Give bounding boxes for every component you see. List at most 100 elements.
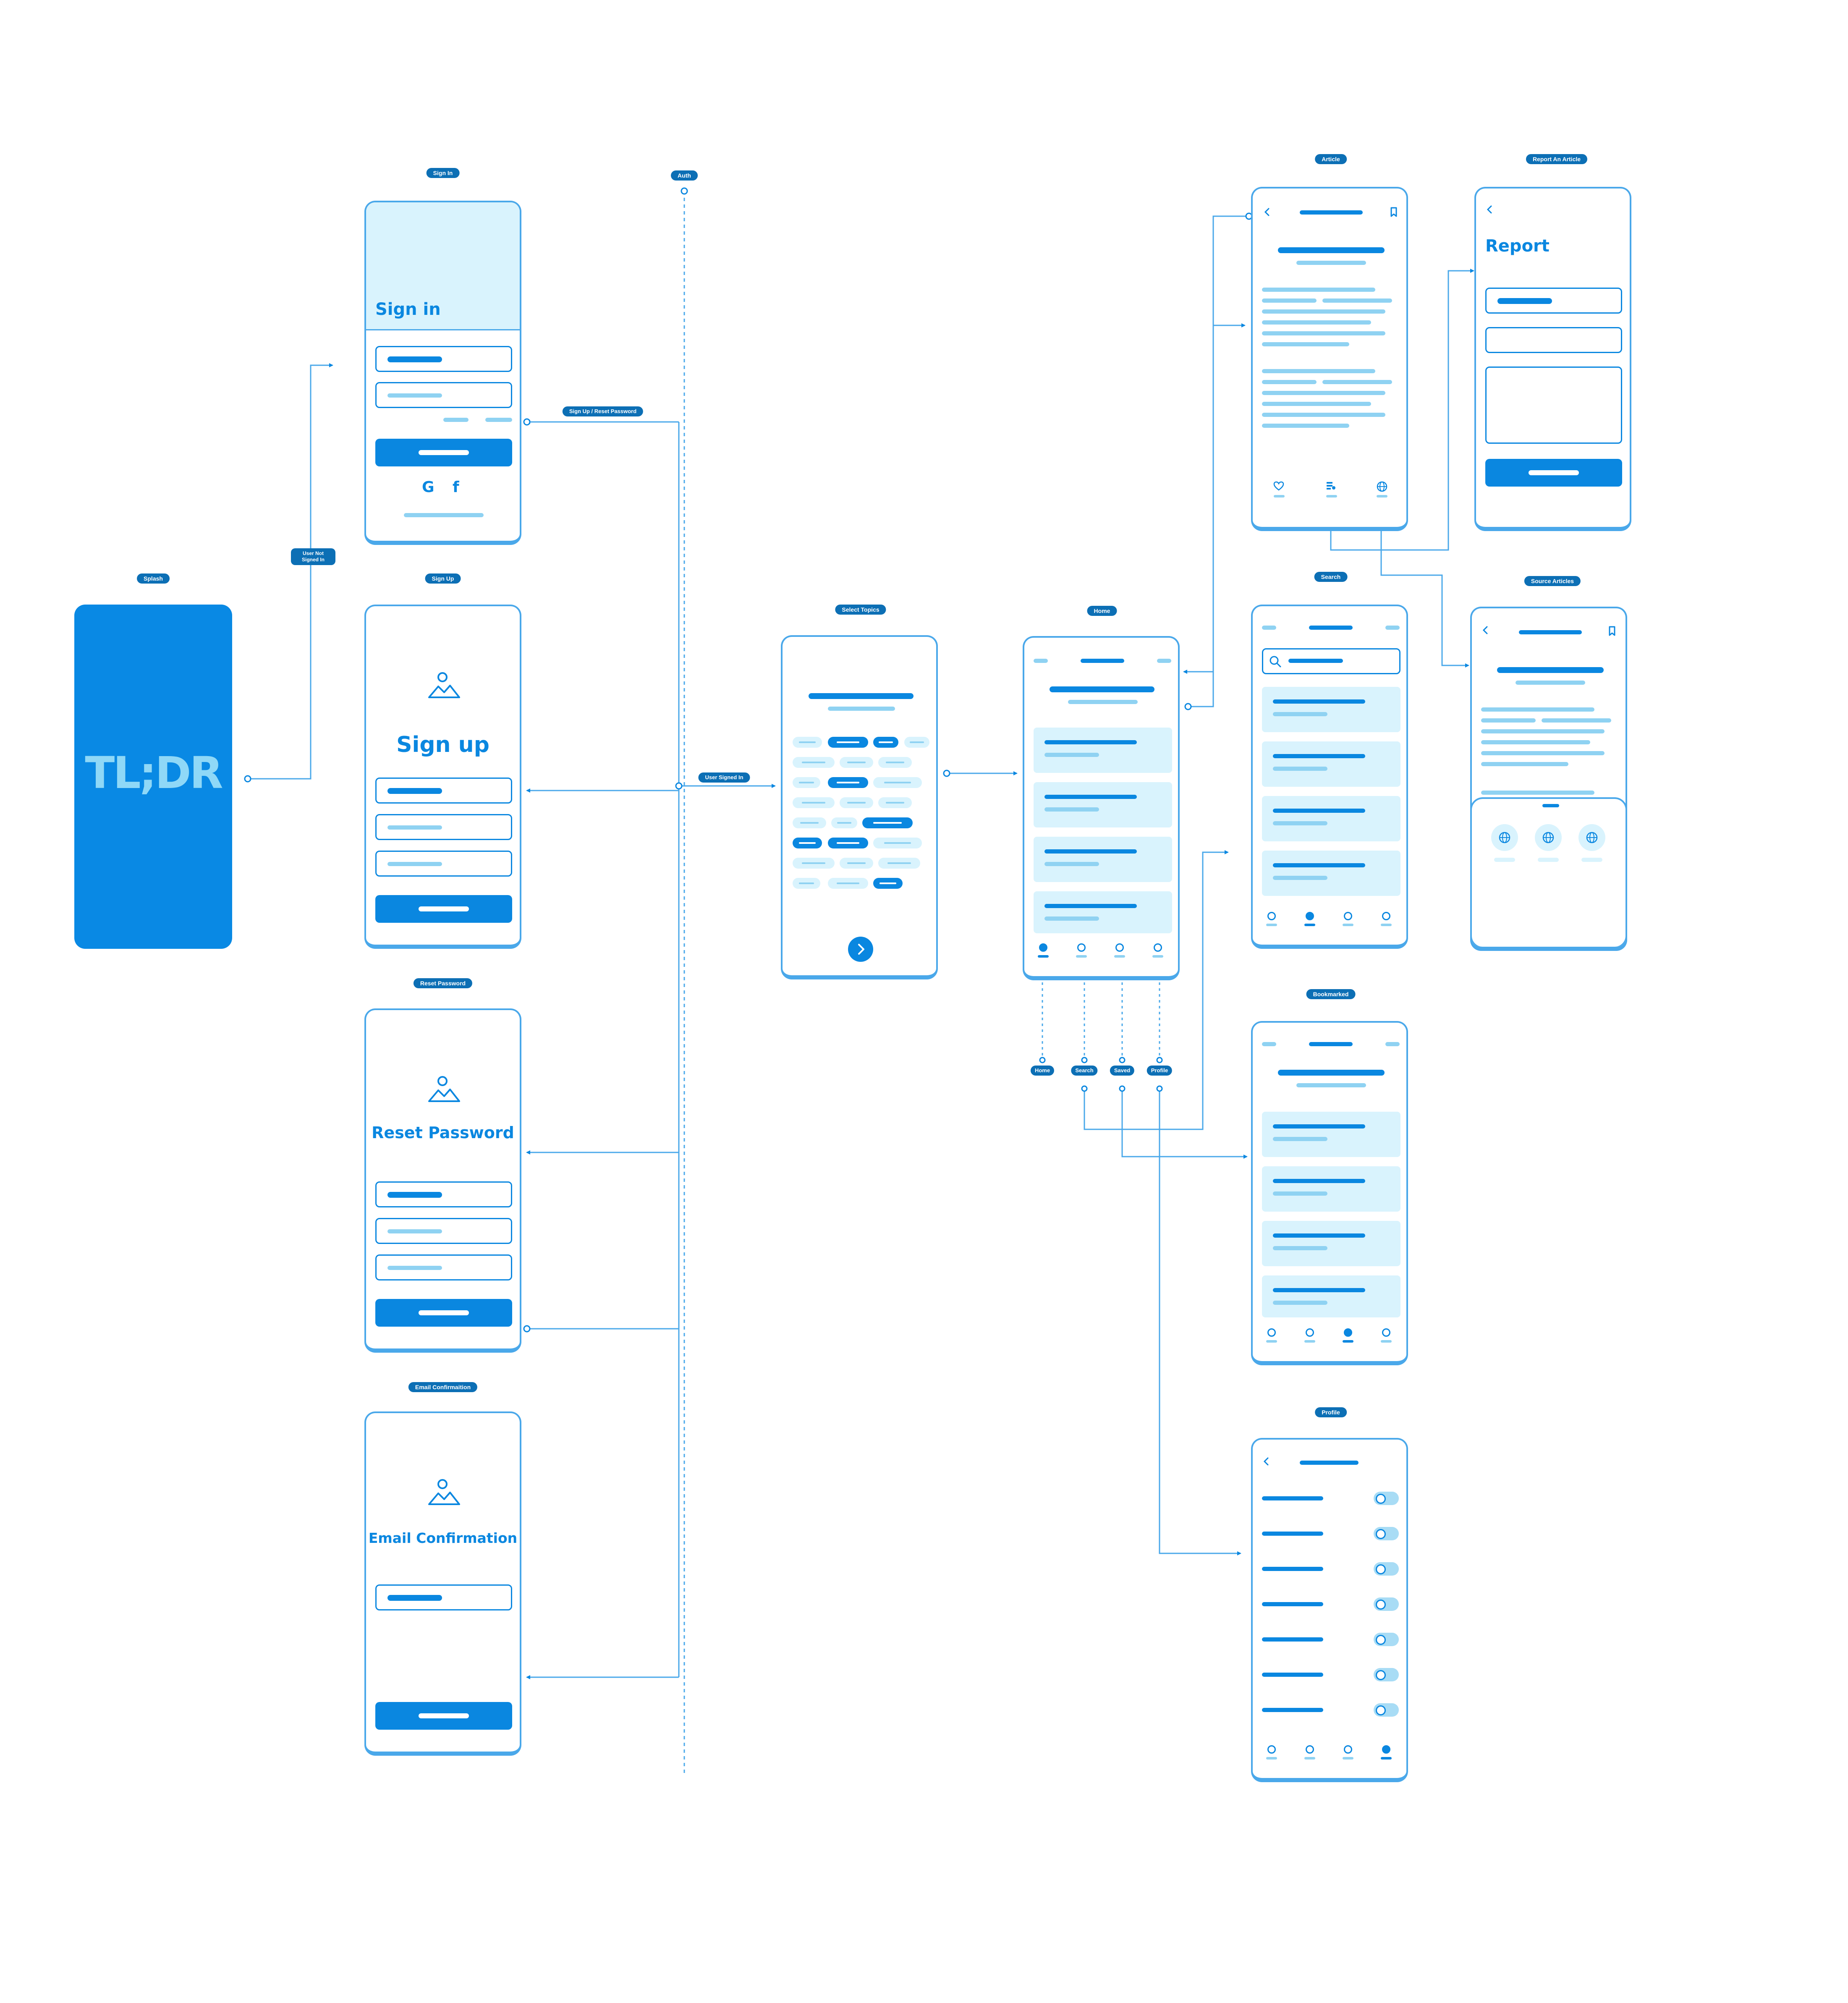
tab-home[interactable] — [1267, 1328, 1276, 1337]
article-card[interactable] — [1034, 837, 1172, 882]
details-textarea[interactable] — [1485, 367, 1622, 444]
tab-search[interactable] — [1077, 943, 1086, 952]
tab-search[interactable] — [1306, 1745, 1314, 1754]
confirm-button[interactable] — [375, 1702, 512, 1730]
tab-profile[interactable] — [1382, 912, 1390, 920]
tab-saved[interactable] — [1344, 912, 1352, 920]
bookmark-icon[interactable] — [1607, 625, 1617, 637]
topic-chip[interactable] — [793, 838, 822, 848]
tab-profile[interactable] — [1154, 943, 1162, 952]
email-field[interactable] — [375, 1181, 512, 1207]
article-card[interactable] — [1034, 891, 1172, 933]
back-icon[interactable] — [1262, 206, 1272, 218]
heart-icon[interactable] — [1273, 481, 1285, 492]
saved-card[interactable] — [1262, 1221, 1400, 1266]
topic-chip[interactable] — [873, 737, 898, 748]
next-button[interactable] — [848, 937, 873, 962]
menu-icon[interactable] — [1034, 659, 1048, 663]
saved-card[interactable] — [1262, 1275, 1400, 1317]
settings-icon[interactable] — [1157, 659, 1171, 663]
topic-chip[interactable] — [904, 737, 929, 748]
sources-icon[interactable] — [1325, 481, 1337, 492]
password-field[interactable] — [375, 382, 512, 408]
tab-home[interactable] — [1039, 943, 1047, 952]
submit-report-button[interactable] — [1485, 459, 1622, 487]
email-field[interactable] — [375, 814, 512, 840]
code-field[interactable] — [375, 1584, 512, 1610]
setting-toggle[interactable] — [1374, 1562, 1399, 1576]
topic-chip[interactable] — [828, 737, 868, 748]
setting-toggle[interactable] — [1374, 1668, 1399, 1681]
email-field[interactable] — [1485, 327, 1622, 353]
topic-chip[interactable] — [840, 757, 873, 768]
back-icon[interactable] — [1484, 204, 1495, 215]
topic-chip[interactable] — [878, 797, 912, 808]
result-card[interactable] — [1262, 851, 1400, 896]
saved-card[interactable] — [1262, 1112, 1400, 1157]
setting-toggle[interactable] — [1374, 1633, 1399, 1646]
topic-chip[interactable] — [828, 777, 868, 788]
setting-toggle[interactable] — [1374, 1527, 1399, 1540]
name-field[interactable] — [375, 778, 512, 804]
tab-profile[interactable] — [1382, 1745, 1390, 1754]
topic-chip[interactable] — [793, 737, 822, 748]
google-icon[interactable]: G — [422, 479, 435, 496]
topic-chip[interactable] — [793, 878, 820, 889]
forgot-password-link[interactable] — [485, 418, 512, 422]
sign-up-button[interactable] — [375, 895, 512, 923]
new-password-field[interactable] — [375, 1218, 512, 1244]
topic-chip[interactable] — [793, 757, 835, 768]
article-card[interactable] — [1034, 782, 1172, 827]
tab-saved[interactable] — [1344, 1328, 1352, 1337]
topic-chip[interactable] — [873, 777, 922, 788]
tab-search[interactable] — [1306, 1328, 1314, 1337]
topic-chip[interactable] — [862, 817, 913, 828]
tab-home[interactable] — [1267, 1745, 1276, 1754]
topic-chip[interactable] — [828, 878, 868, 889]
tab-search[interactable] — [1306, 912, 1314, 920]
source-item[interactable] — [1535, 824, 1562, 851]
topic-chip[interactable] — [793, 817, 826, 828]
topic-chip[interactable] — [793, 777, 820, 788]
topic-chip[interactable] — [793, 858, 835, 869]
saved-card[interactable] — [1262, 1166, 1400, 1212]
tab-profile[interactable] — [1382, 1328, 1390, 1337]
reset-password-screen: Reset Password — [364, 1008, 521, 1353]
topic-chip[interactable] — [793, 797, 835, 808]
tab-saved[interactable] — [1344, 1745, 1352, 1754]
result-card[interactable] — [1262, 687, 1400, 732]
topic-chip[interactable] — [873, 838, 922, 848]
facebook-icon[interactable]: f — [453, 479, 459, 496]
setting-toggle[interactable] — [1374, 1597, 1399, 1611]
back-icon[interactable] — [1480, 624, 1490, 636]
reason-field[interactable] — [1485, 288, 1622, 314]
email-field[interactable] — [375, 346, 512, 372]
topic-chip[interactable] — [831, 817, 857, 828]
setting-toggle[interactable] — [1374, 1492, 1399, 1505]
reset-button[interactable] — [375, 1299, 512, 1327]
globe-icon[interactable] — [1376, 481, 1388, 492]
topic-chip[interactable] — [878, 757, 912, 768]
topic-chip[interactable] — [840, 797, 873, 808]
search-input[interactable] — [1262, 648, 1400, 674]
result-card[interactable] — [1262, 741, 1400, 787]
password-field[interactable] — [375, 851, 512, 877]
tab-saved[interactable] — [1115, 943, 1124, 952]
article-card[interactable] — [1034, 728, 1172, 773]
source-item[interactable] — [1578, 824, 1605, 851]
back-icon[interactable] — [1261, 1456, 1271, 1467]
bookmark-icon[interactable] — [1389, 206, 1399, 218]
result-card[interactable] — [1262, 796, 1400, 841]
topic-chip[interactable] — [840, 858, 873, 869]
topic-chip[interactable] — [828, 838, 868, 848]
setting-toggle[interactable] — [1374, 1703, 1399, 1717]
sign-up-link[interactable] — [443, 418, 469, 422]
topic-chip[interactable] — [873, 878, 903, 889]
sheet-handle[interactable] — [1542, 804, 1559, 807]
topic-chip[interactable] — [878, 858, 920, 869]
tab-home[interactable] — [1267, 912, 1276, 920]
sign-in-button[interactable] — [375, 439, 512, 466]
confirm-password-field[interactable] — [375, 1254, 512, 1280]
source-item[interactable] — [1491, 824, 1518, 851]
footer-link[interactable] — [404, 513, 484, 517]
